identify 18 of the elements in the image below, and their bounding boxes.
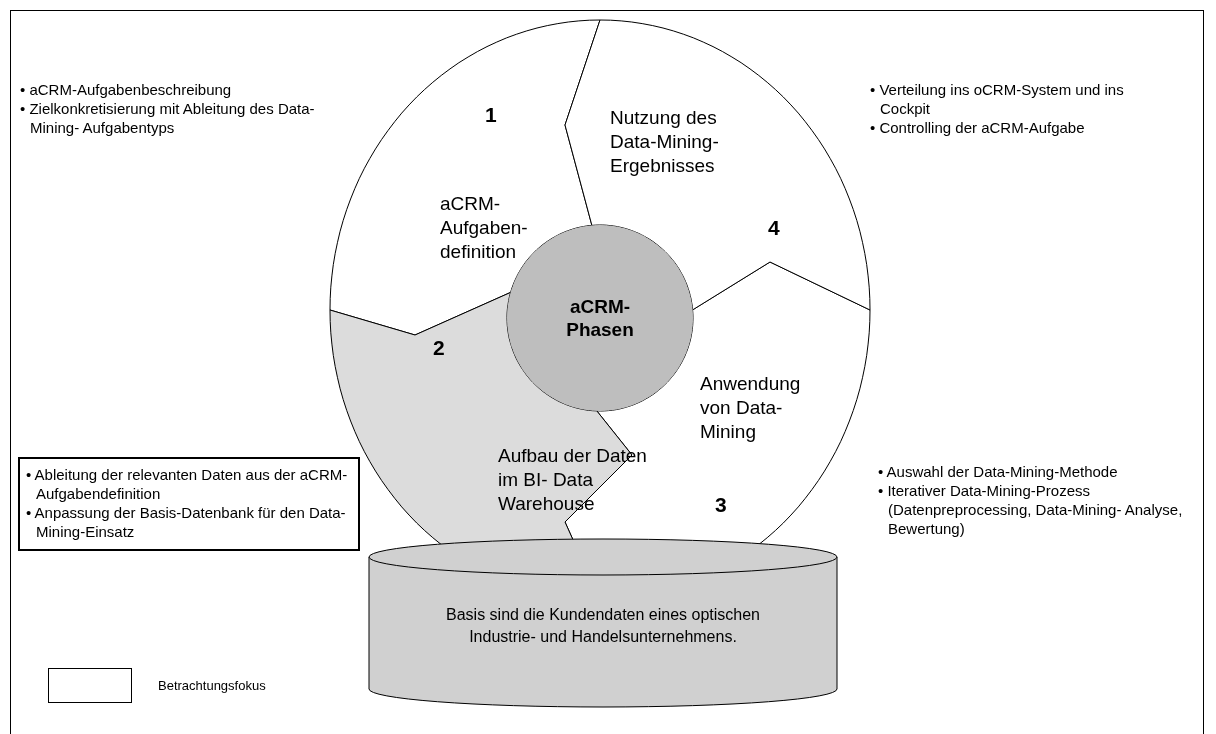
bullet-text: • Verteilung ins oCRM-System und ins Cockpit bbox=[870, 80, 1125, 118]
legend-text: Betrachtungsfokus bbox=[158, 678, 266, 693]
phase-title: aCRM- Aufgaben- definition bbox=[440, 192, 529, 264]
bullet-text: • Iterativer Data-Mining-Prozess (Datenpreprocessing, Data-Mining- Analyse, Bewertung) bbox=[878, 481, 1184, 538]
phase-title: Nutzung des Data-Mining- Ergebnisses bbox=[610, 106, 720, 178]
bullet-text: • aCRM-Aufgabenbeschreibung bbox=[20, 80, 233, 99]
phase-number: 2 bbox=[433, 336, 445, 360]
bullet-text: • Controlling der aCRM-Aufgabe bbox=[870, 118, 1086, 137]
phase-number: 4 bbox=[768, 216, 780, 240]
bullet-text: • Anpassung der Basis-Datenbank für den Data-Mining-Einsatz bbox=[26, 503, 347, 541]
phase-number: 3 bbox=[715, 493, 727, 517]
bullet-text: • Zielkonkretisierung mit Ableitung des Data-Mining- Aufgabentyps bbox=[20, 99, 316, 137]
cylinder-text: Basis sind die Kundendaten eines optischen Industrie- und Handelsunternehmens. bbox=[445, 605, 761, 647]
phase-number: 1 bbox=[485, 103, 497, 127]
bullet-text: • Ableitung der relevanten Daten aus der aCRM-Aufgabendefinition bbox=[26, 465, 349, 503]
phase-title: Anwendung von Data- Mining bbox=[700, 372, 802, 444]
bullet-text: • Auswahl der Data-Mining-Methode bbox=[878, 462, 1119, 481]
center-title: aCRM- Phasen bbox=[565, 295, 635, 341]
